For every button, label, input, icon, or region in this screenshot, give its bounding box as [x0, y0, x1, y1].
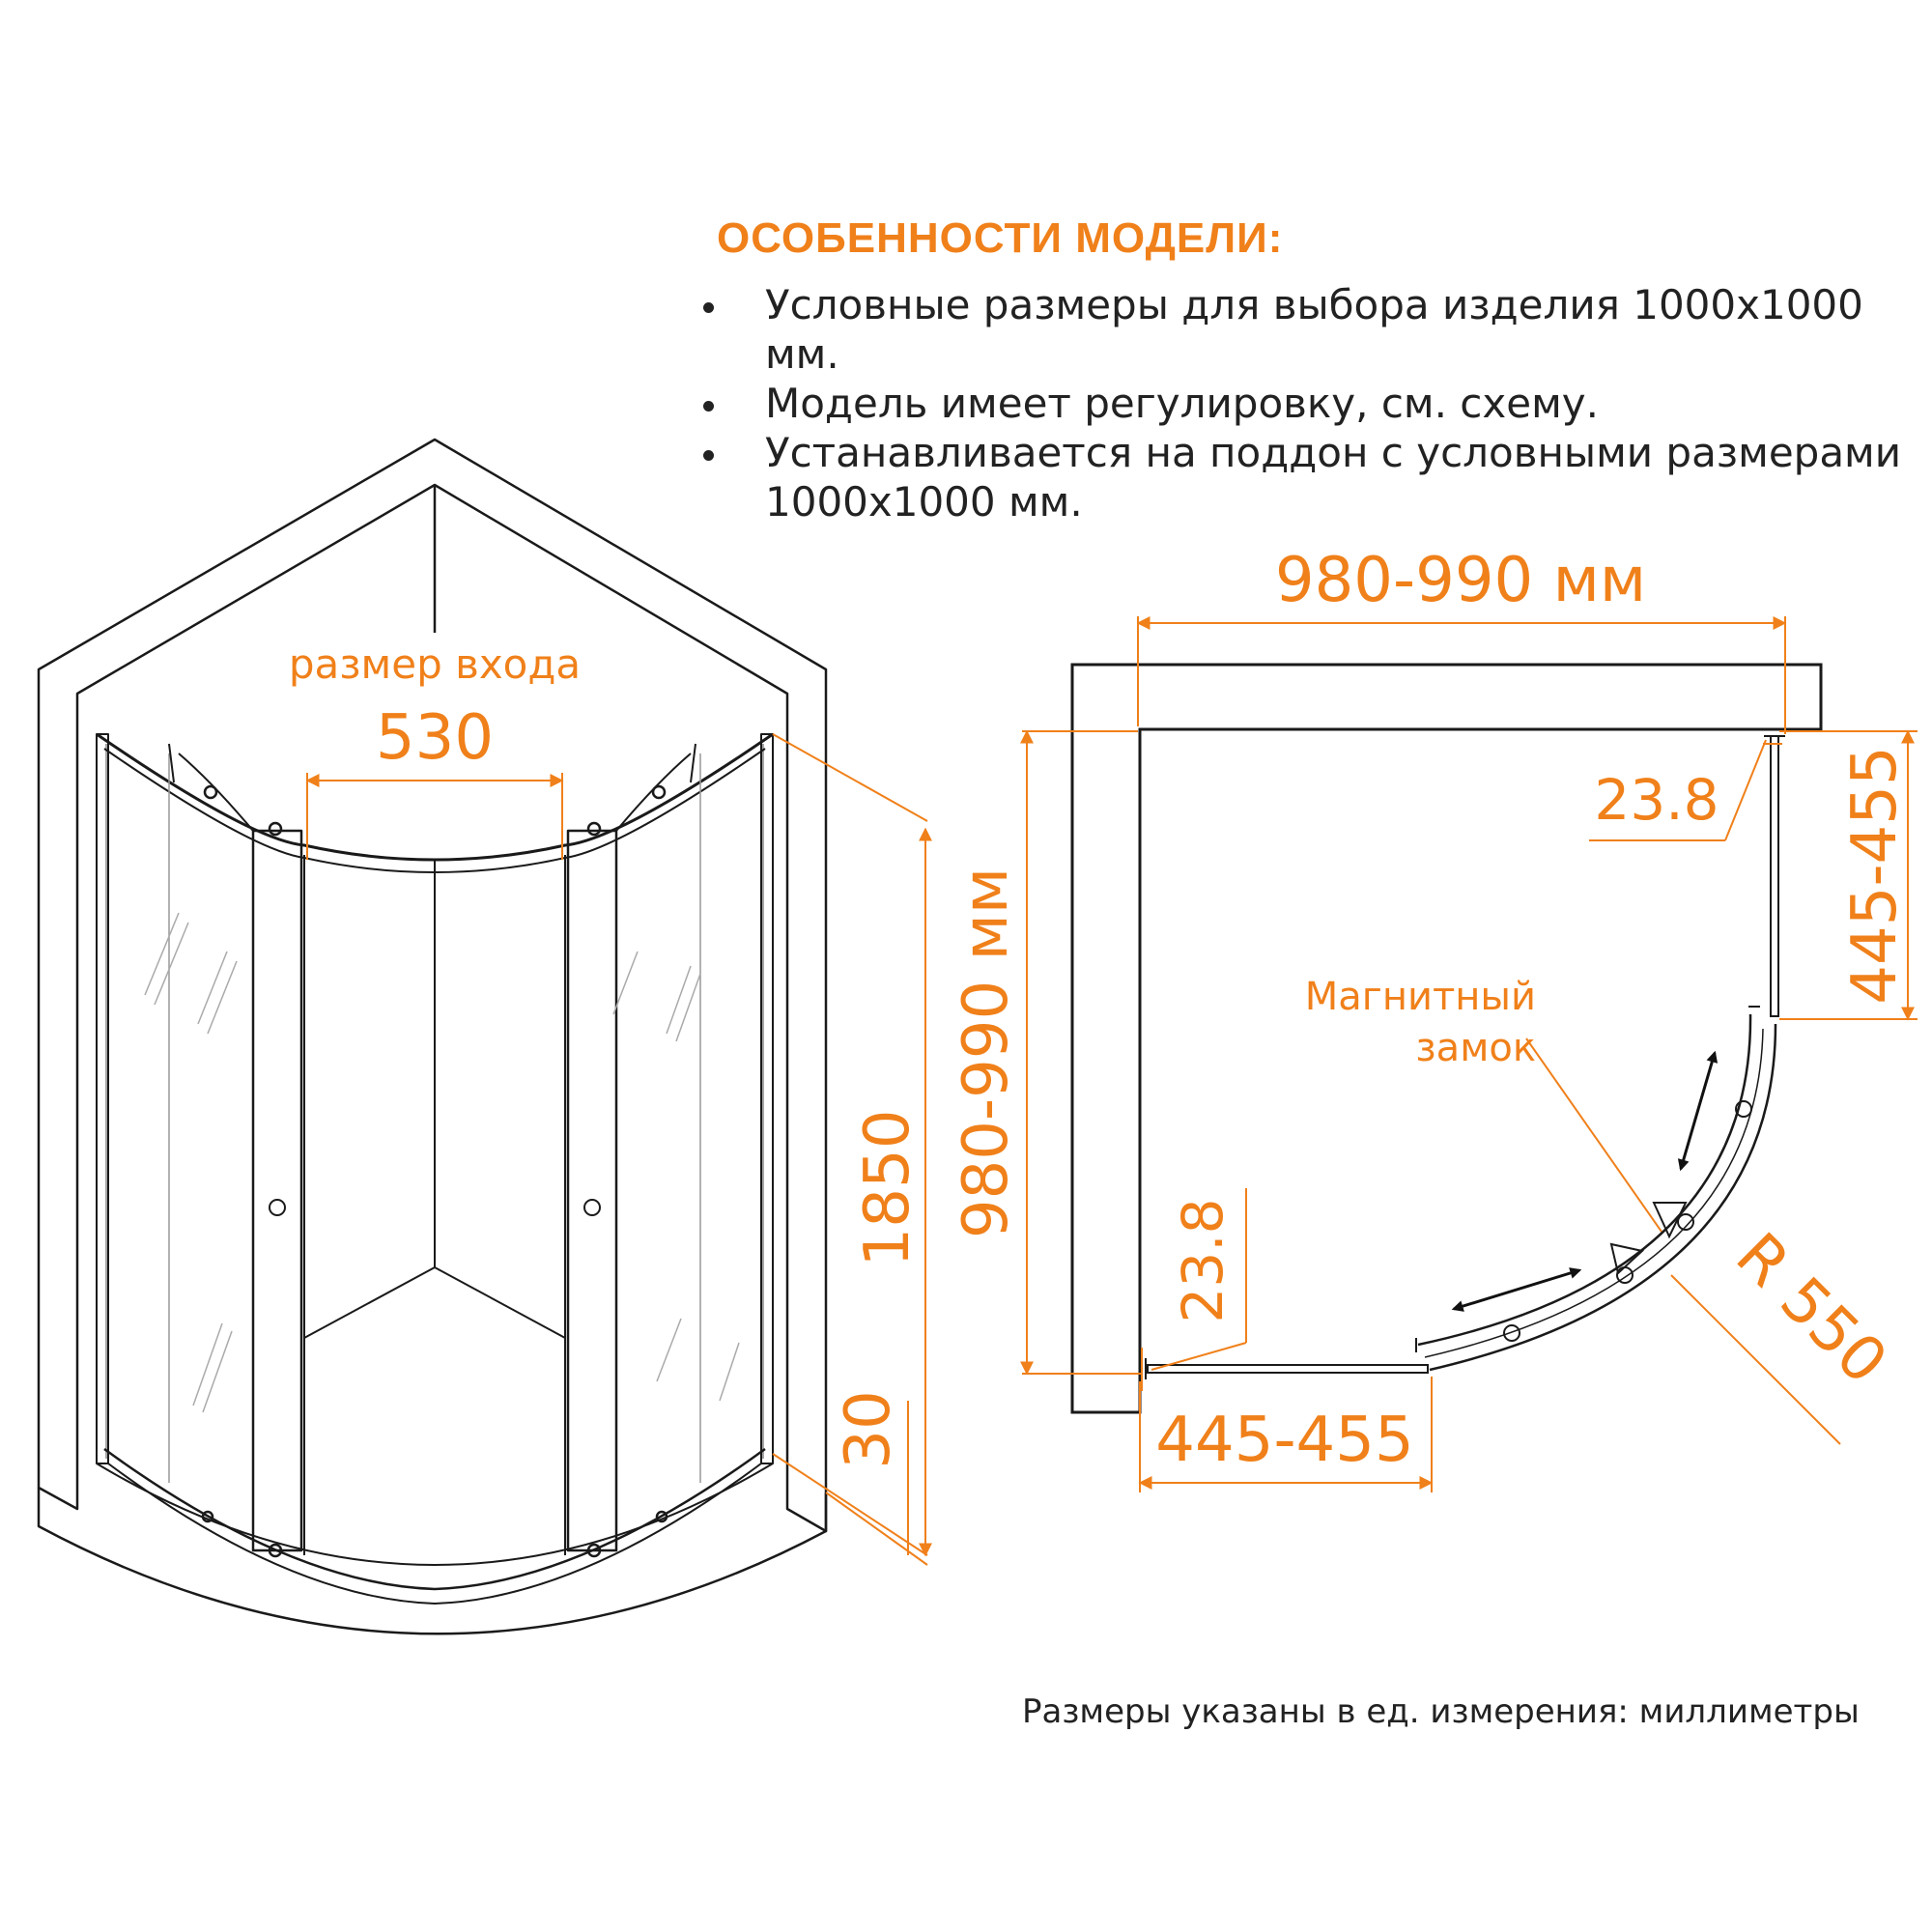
entry-size-label: размер входа — [289, 640, 581, 688]
right-profile — [1770, 735, 1779, 1017]
shower-tray — [37, 1488, 828, 1635]
left-door-frame — [251, 829, 303, 1552]
plan-dimensions — [1020, 616, 1918, 1492]
features-item: Устанавливается на поддон с условными ра… — [703, 428, 1913, 526]
plan-radius-value: R 550 — [1722, 1220, 1901, 1399]
left-post — [96, 733, 109, 1464]
magnetic-lock-label-1: Магнитный — [1305, 975, 1536, 1019]
magnetic-lock-icon — [1652, 1202, 1688, 1239]
right-door-frame — [566, 829, 618, 1552]
plan-gap-left-value: 23.8 — [1170, 1198, 1236, 1322]
adjust-arrow-bottom — [1451, 1267, 1582, 1312]
plan-side-bottom-value: 445-455 — [1155, 1405, 1413, 1476]
plan-width-value: 980-990 мм — [1275, 545, 1646, 616]
perspective-dimensions — [305, 733, 932, 1566]
plan-side-right-value: 445-455 — [1839, 746, 1911, 1004]
right-handle-icon — [583, 1199, 601, 1216]
plan-gap-top-value: 23.8 — [1594, 767, 1719, 833]
tray-height-value: 30 — [833, 1390, 904, 1468]
height-value: 1850 — [852, 1110, 923, 1267]
units-footnote: Размеры указаны в ед. измерения: миллиме… — [1022, 1692, 1860, 1731]
wall-outline — [37, 438, 828, 1533]
curved-door-outer — [1429, 1023, 1777, 1372]
right-post — [760, 733, 774, 1464]
features-title: ОСОБЕННОСТИ МОДЕЛИ: — [717, 214, 1284, 262]
tray-top-edge — [96, 1463, 774, 1566]
adjust-arrow-right — [1677, 1050, 1719, 1172]
bottom-profile — [1147, 1364, 1429, 1374]
features-block: ОСОБЕННОСТИ МОДЕЛИ: Условные размеры для… — [638, 214, 1913, 526]
bottom-rail — [103, 1447, 766, 1591]
features-list: Условные размеры для выбора изделия 1000… — [638, 280, 1913, 526]
features-item: Условные размеры для выбора изделия 1000… — [703, 280, 1913, 379]
features-item: Модель имеет регулировку, см. схему. — [703, 379, 1913, 428]
entry-size-value: 530 — [376, 702, 494, 774]
left-handle-icon — [269, 1199, 286, 1216]
plan-depth-value: 980-990 мм — [951, 867, 1022, 1238]
floor-corner — [303, 1266, 566, 1339]
top-rail — [96, 732, 774, 862]
magnetic-lock-label-2: замок — [1415, 1026, 1536, 1070]
perspective-view — [37, 438, 828, 1635]
